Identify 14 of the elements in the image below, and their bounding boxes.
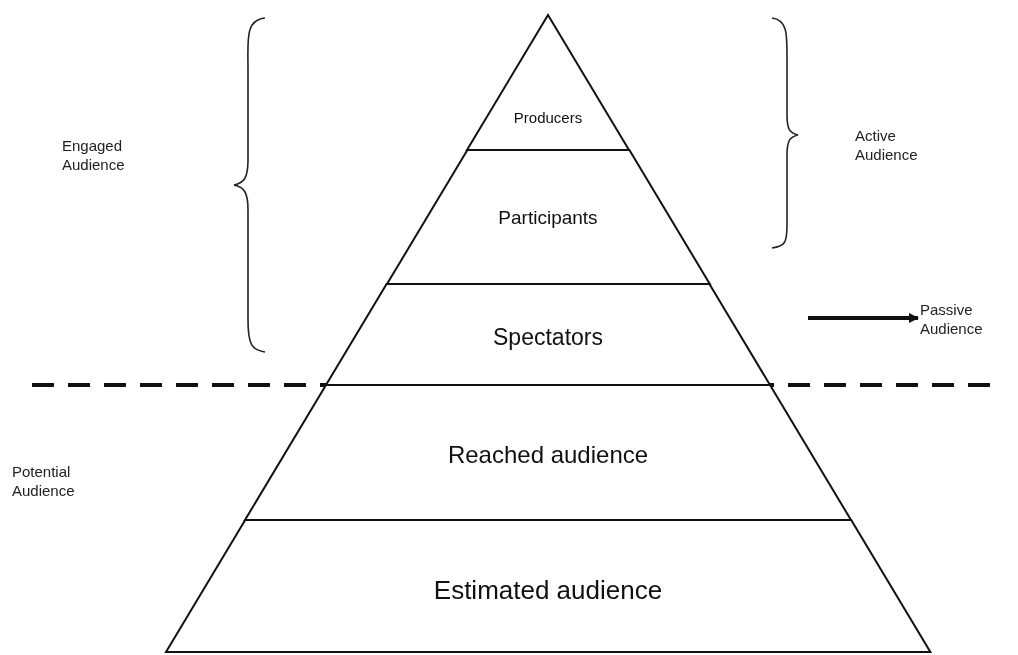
audience-label: Potential Audience: [12, 462, 76, 500]
tier-label: Reached audience: [447, 441, 649, 469]
tier-label: Spectators: [493, 323, 603, 351]
arrow: [808, 313, 919, 323]
tier-label: Participants: [498, 207, 598, 229]
pyramid-tier: [165, 520, 931, 652]
pyramid-tier: [245, 385, 851, 520]
audience-label: Passive Audience: [920, 300, 1016, 338]
audience-label: Engaged Audience: [62, 136, 126, 174]
tier-label: Producers: [513, 108, 583, 126]
pyramid-tier: [326, 284, 770, 385]
pyramid-tier: [386, 150, 710, 284]
audience-label: Active Audience: [855, 126, 919, 164]
tier-label: Estimated audience: [433, 574, 663, 606]
